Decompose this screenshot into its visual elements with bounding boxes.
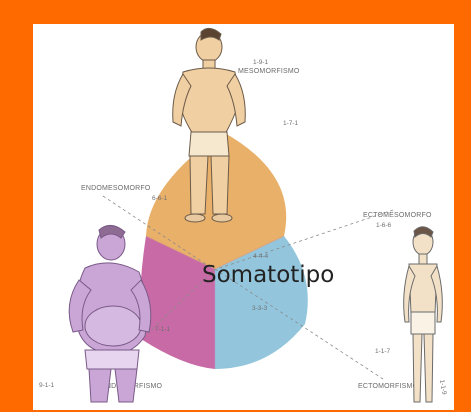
endo-meso-axis [102, 195, 214, 270]
code-171: 1-7-1 [283, 120, 299, 127]
code-661: 6-6-1 [152, 195, 168, 202]
code-117: 1-1-7 [375, 348, 391, 355]
label-ectomorfismo: ECTOMORFISMO [358, 383, 419, 390]
code-166: 1-6-6 [376, 222, 392, 229]
code-191: 1-9-1 [253, 59, 269, 66]
diagram-title: Somatotipo [202, 262, 334, 288]
endomorph-region [139, 236, 215, 369]
code-119: 1-1-9 [438, 379, 448, 396]
code-444: 4-4-4 [253, 253, 269, 260]
ectomorph-region [215, 236, 308, 369]
label-mesomorfismo: MESOMORFISMO [238, 68, 300, 75]
code-711: 7-1-1 [155, 326, 171, 333]
code-333: 3-3-3 [252, 305, 268, 312]
label-ectomesomorfo: ECTOMESOMORFO [363, 212, 432, 219]
somatotype-chart: 1-9-1 1-7-1 6-6-1 1-6-6 4-4-4 3-3-3 7-1-… [39, 28, 448, 403]
ecto-meso-axis [216, 209, 394, 270]
mesomorph-figure [172, 28, 246, 223]
ectomorph-figure [403, 226, 443, 403]
label-endomesomorfo: ENDOMESOMORFO [81, 185, 151, 192]
endomorph-figure [68, 225, 152, 403]
code-911: 9-1-1 [39, 382, 55, 389]
somatotype-diagram: 1-9-1 1-7-1 6-6-1 1-6-6 4-4-4 3-3-3 7-1-… [33, 24, 454, 410]
